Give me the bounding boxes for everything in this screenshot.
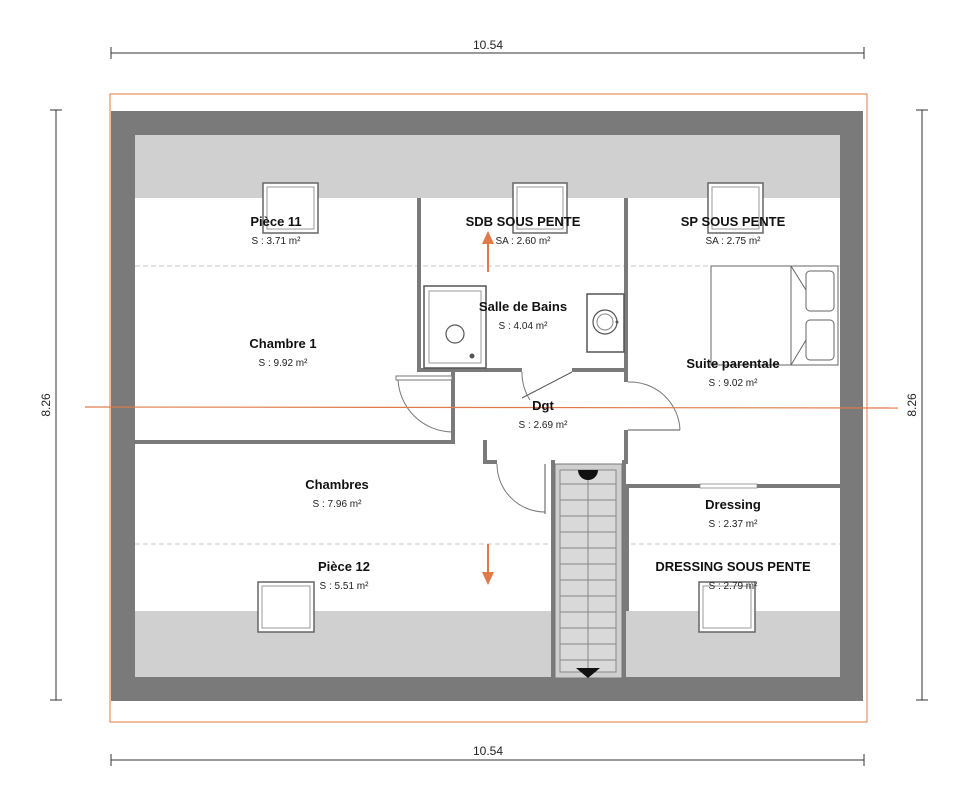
shower	[423, 285, 487, 369]
dimension-bottom-label: 10.54	[473, 744, 503, 758]
room-dgt: Dgt S : 2.69 m²	[519, 398, 569, 431]
dimension-bottom: 10.54	[110, 744, 865, 766]
room-dressing-sous-pente: DRESSING SOUS PENTE S : 2.79 m²	[655, 559, 811, 592]
dimension-right-label: 8.26	[905, 393, 919, 417]
interior-walls	[135, 198, 840, 678]
room-name: Pièce 11	[250, 214, 301, 229]
roof-window-3	[707, 182, 764, 234]
dimension-right: 8.26	[905, 109, 928, 701]
arrow-up-icon	[482, 231, 494, 272]
arrow-down-icon	[482, 544, 494, 585]
room-suite-parentale: Suite parentale S : 9.02 m²	[686, 356, 779, 389]
room-area: S : 5.51 m²	[320, 581, 370, 592]
room-name: Suite parentale	[686, 356, 779, 371]
room-piece-12: Pièce 12 S : 5.51 m²	[318, 559, 370, 592]
room-dressing: Dressing S : 2.37 m²	[705, 497, 761, 530]
room-area: S : 2.79 m²	[709, 581, 759, 592]
roof-window-5	[698, 581, 756, 633]
bed	[710, 265, 839, 366]
sink	[586, 293, 625, 353]
room-name: SDB SOUS PENTE	[466, 214, 581, 229]
room-name: Dgt	[532, 398, 554, 413]
room-chambre-1: Chambre 1 S : 9.92 m²	[249, 336, 316, 369]
room-area: S : 4.04 m²	[499, 321, 549, 332]
room-area: S : 9.92 m²	[259, 358, 309, 369]
room-piece-11: Pièce 11 S : 3.71 m²	[250, 214, 301, 247]
roof-window-4	[257, 581, 315, 633]
roof-window-2	[512, 182, 568, 234]
roof-window-1	[262, 182, 319, 234]
roof-windows	[257, 182, 764, 633]
room-name: DRESSING SOUS PENTE	[655, 559, 811, 574]
room-name: Chambre 1	[249, 336, 316, 351]
staircase	[554, 463, 623, 679]
room-name: SP SOUS PENTE	[681, 214, 786, 229]
room-name: Chambres	[305, 477, 369, 492]
room-salle-de-bains: Salle de Bains S : 4.04 m²	[479, 299, 567, 332]
room-name: Salle de Bains	[479, 299, 567, 314]
room-name: Dressing	[705, 497, 761, 512]
dimension-top-label: 10.54	[473, 38, 503, 52]
room-area: SA : 2.75 m²	[705, 236, 761, 247]
dressing-opening	[699, 483, 758, 489]
room-area: SA : 2.60 m²	[495, 236, 551, 247]
room-area: S : 2.69 m²	[519, 420, 569, 431]
room-chambres: Chambres S : 7.96 m²	[305, 477, 369, 510]
room-name: Pièce 12	[318, 559, 370, 574]
room-area: S : 9.02 m²	[709, 378, 759, 389]
dimension-top: 10.54	[110, 38, 865, 59]
room-area: S : 3.71 m²	[252, 236, 302, 247]
room-sp-sous-pente: SP SOUS PENTE SA : 2.75 m²	[681, 214, 786, 247]
doors	[395, 371, 681, 514]
room-area: S : 7.96 m²	[313, 499, 363, 510]
room-sdb-sous-pente: SDB SOUS PENTE SA : 2.60 m²	[466, 214, 581, 247]
dimension-left: 8.26	[39, 109, 62, 701]
ridge-line	[84, 406, 899, 409]
room-area: S : 2.37 m²	[709, 519, 759, 530]
dimension-left-label: 8.26	[39, 393, 53, 417]
